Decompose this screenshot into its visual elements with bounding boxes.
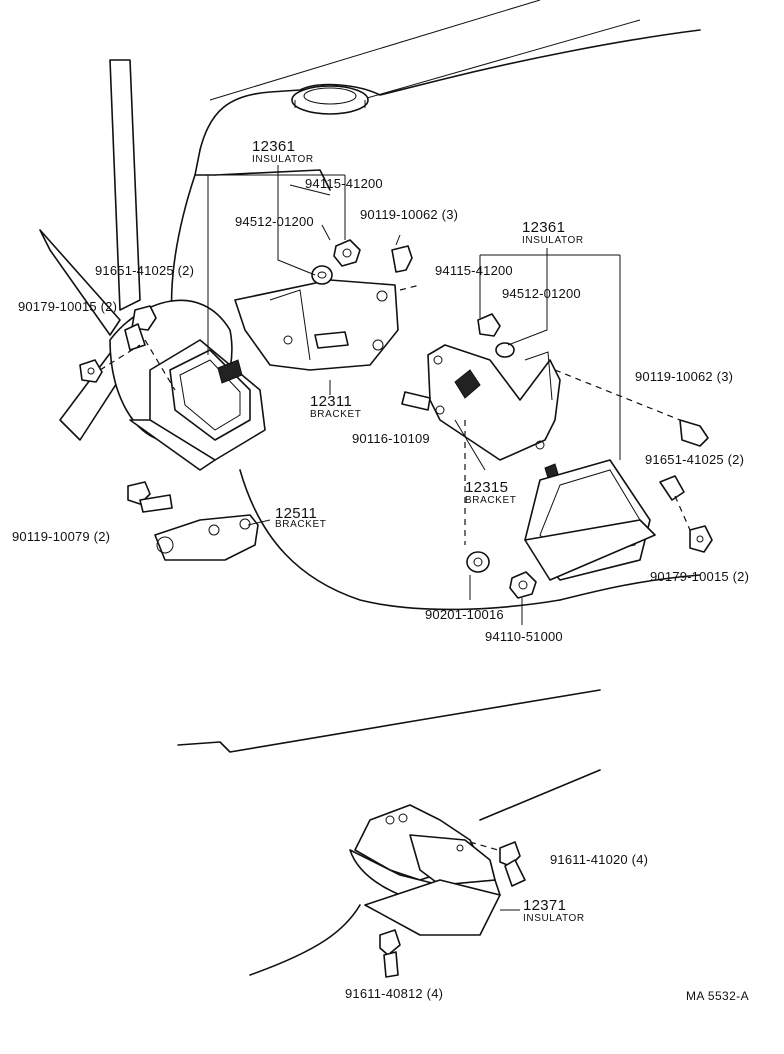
part-12511: 12511 xyxy=(275,505,318,522)
part-90116: 90116-10109 xyxy=(352,431,430,446)
bracket-12315 xyxy=(427,344,561,461)
part-12315: 12315 xyxy=(465,479,509,496)
left-insulator-12361 xyxy=(129,339,266,471)
part-12311: 12311 xyxy=(310,393,353,410)
part-94110: 94110-51000 xyxy=(485,629,563,644)
part-94115-top: 94115-41200 xyxy=(305,176,383,191)
part-91611-41020: 91611-41020 (4) xyxy=(550,852,649,867)
part-90119-10062-right: 90119-10062 (3) xyxy=(635,369,734,384)
leader-lines xyxy=(99,165,691,625)
part-90201: 90201-10016 xyxy=(425,607,504,622)
part-12311-desc: BRACKET xyxy=(310,409,362,420)
part-12361-top: 12361 xyxy=(252,138,296,155)
right-insulator-12361 xyxy=(524,459,656,581)
part-12361-top-desc: INSULATOR xyxy=(252,154,314,165)
part-12315-desc: BRACKET xyxy=(465,495,517,506)
nut-and-washer-top xyxy=(311,239,413,285)
part-91651-left: 91651-41025 (2) xyxy=(95,263,195,278)
engine-outline xyxy=(170,0,701,611)
left-bolts xyxy=(79,305,157,383)
part-91651-right: 91651-41025 (2) xyxy=(645,452,745,467)
part-90119-10079: 90119-10079 (2) xyxy=(12,529,111,544)
bracket-12311 xyxy=(234,279,399,371)
part-94115-right: 94115-41200 xyxy=(435,263,513,278)
right-bolts xyxy=(401,313,713,553)
bracket-12511 xyxy=(127,481,259,561)
part-12371-desc: INSULATOR xyxy=(523,913,585,924)
part-12511-desc: BRACKET xyxy=(275,519,327,530)
lower-washer-nut xyxy=(466,551,537,599)
section-divider xyxy=(177,689,601,753)
part-90179-left: 90179-10015 (2) xyxy=(18,299,118,314)
diagram-reference-code: MA 5532-A xyxy=(686,989,749,1003)
part-90119-10062-top: 90119-10062 (3) xyxy=(360,207,459,222)
part-91611-40812: 91611-40812 (4) xyxy=(345,986,444,1001)
part-12361-right-desc: INSULATOR xyxy=(522,235,584,246)
part-94512-top: 94512-01200 xyxy=(235,214,314,229)
part-90179-right: 90179-10015 (2) xyxy=(650,569,750,584)
part-12371: 12371 xyxy=(523,897,567,914)
rear-insulator-12371 xyxy=(249,769,601,978)
part-94512-right: 94512-01200 xyxy=(502,286,581,301)
part-12361-right: 12361 xyxy=(522,219,566,236)
